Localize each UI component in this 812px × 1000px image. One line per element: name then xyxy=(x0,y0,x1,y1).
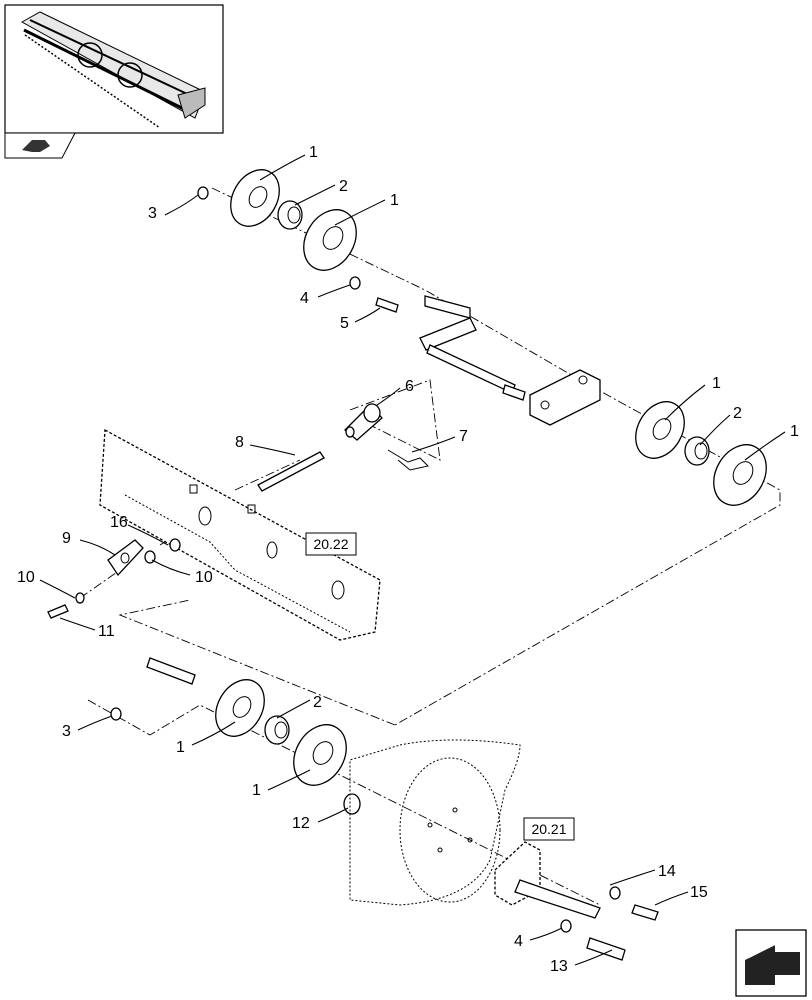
flange-plate-right-back xyxy=(635,401,685,459)
bearing-lower xyxy=(264,715,290,745)
rod-end-connector xyxy=(344,403,383,441)
washer-4-lower xyxy=(560,919,572,933)
bolt-top xyxy=(375,297,399,313)
callout-1: 1 xyxy=(790,423,799,440)
leader-lines xyxy=(39,154,786,966)
bolt-13 xyxy=(586,937,626,961)
flange-plate-top-left xyxy=(230,169,280,227)
bearing-right xyxy=(684,436,710,466)
callout-13: 13 xyxy=(550,958,568,975)
callout-12: 12 xyxy=(292,815,310,832)
bolt-15 xyxy=(631,904,659,921)
spring-clip xyxy=(387,449,429,471)
callout-5: 5 xyxy=(340,315,349,332)
callout-16: 16 xyxy=(110,514,128,531)
pin xyxy=(257,451,325,492)
callout-1: 1 xyxy=(176,739,185,756)
bearing-top xyxy=(277,200,303,230)
callout-3: 3 xyxy=(62,723,71,740)
view-direction-icon[interactable] xyxy=(4,132,76,159)
flange-plate-lower-left xyxy=(215,679,265,737)
reference-label: 20.22 xyxy=(313,536,348,552)
washer-top xyxy=(349,276,361,290)
callout-1: 1 xyxy=(390,192,399,209)
shaft-lower xyxy=(146,657,196,685)
nut-lower xyxy=(110,707,122,721)
callout-1: 1 xyxy=(309,144,318,161)
callout-4: 4 xyxy=(514,933,523,950)
callout-3: 3 xyxy=(148,205,157,222)
callout-1: 1 xyxy=(252,782,261,799)
reference-box-20-21[interactable]: 20.21 xyxy=(523,817,575,841)
callout-6: 6 xyxy=(405,378,414,395)
callout-4: 4 xyxy=(300,290,309,307)
reference-label: 20.21 xyxy=(531,821,566,837)
clamp-block xyxy=(529,369,601,426)
bolt-11 xyxy=(47,604,69,619)
flange-plate-top-right xyxy=(303,209,357,271)
hub-shaft xyxy=(494,841,601,919)
callouts: 1 2 1 3 4 5 6 7 8 1 2 1 16 9 10 10 11 3 … xyxy=(17,144,799,975)
crank-shaft xyxy=(419,295,526,401)
callout-15: 15 xyxy=(690,884,708,901)
flange-plate-right-front xyxy=(713,444,767,506)
callout-9: 9 xyxy=(62,530,71,547)
drum-outline xyxy=(349,739,521,906)
callout-10: 10 xyxy=(195,569,213,586)
callout-8: 8 xyxy=(235,434,244,451)
header-assembly-thumbnail xyxy=(20,11,206,129)
callout-11: 11 xyxy=(98,623,115,640)
callout-10: 10 xyxy=(17,569,35,586)
next-page-arrow-icon[interactable] xyxy=(735,929,807,997)
callout-7: 7 xyxy=(459,428,468,445)
callout-14: 14 xyxy=(658,863,676,880)
nut-top xyxy=(197,186,209,200)
reference-box-20-22[interactable]: 20.22 xyxy=(305,532,357,556)
callout-2: 2 xyxy=(339,178,348,195)
washer-14 xyxy=(609,886,621,900)
bushing xyxy=(343,793,361,815)
bracket-plate xyxy=(107,539,144,577)
callout-1: 1 xyxy=(712,375,721,392)
callout-2: 2 xyxy=(733,405,742,422)
washer-10-left xyxy=(75,592,85,604)
nut-16 xyxy=(169,538,181,552)
header-thumbnail-box xyxy=(4,4,224,134)
flange-plate-lower-right xyxy=(293,724,347,786)
callout-2: 2 xyxy=(313,694,322,711)
